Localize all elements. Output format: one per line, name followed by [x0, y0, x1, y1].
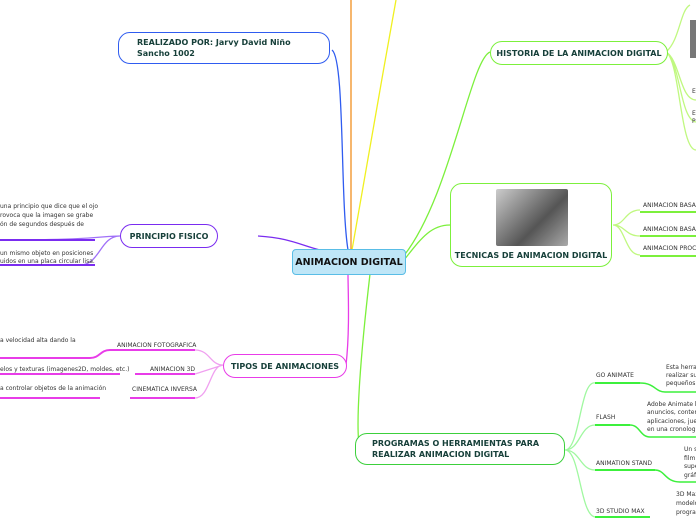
principio-note: rovoca que la imagen se grabe: [0, 212, 94, 219]
programa-note: progra: [676, 509, 696, 516]
programa-note: en una cronologí: [647, 426, 696, 433]
tipo-note: a controlar objetos de la animación: [0, 385, 107, 392]
tecnica-item[interactable]: ANIMACION BASA: [643, 226, 696, 233]
principio-note: ón de segundos después de: [0, 221, 84, 228]
programa-note: anuncios, conteni: [647, 409, 696, 416]
programa-note: gráf: [684, 472, 696, 479]
programa-item[interactable]: FLASH: [596, 414, 616, 421]
purple-branch: [257, 235, 321, 251]
green-branch-historia: [401, 51, 491, 259]
historia-node[interactable]: HISTORIA DE LA ANIMACION DIGITAL: [490, 41, 668, 65]
programa-note: modelo: [676, 500, 696, 507]
tipos-node[interactable]: TIPOS DE ANIMACIONES: [223, 354, 347, 378]
tecnica-item[interactable]: ANIMACION BASA: [643, 202, 696, 209]
historia-item[interactable]: E: [692, 110, 696, 117]
principio-note: uidos en una placa circular lisa.: [0, 258, 95, 265]
programa-note: film: [684, 455, 696, 462]
author-node[interactable]: REALIZADO POR: Jarvy David Niño Sancho 1…: [118, 32, 330, 64]
steamboat-willie-image: [496, 189, 568, 246]
programa-note: aplicaciones, jueg: [647, 418, 696, 425]
programa-item[interactable]: 3D STUDIO MAX: [596, 508, 645, 515]
programa-note: 3D Max: [676, 491, 696, 498]
programa-note: Adobe Animate le: [647, 401, 696, 408]
central-topic[interactable]: ANIMACION DIGITAL: [292, 249, 406, 275]
programa-note: pequeños: [666, 380, 696, 387]
tipo-item[interactable]: ANIMACION 3D: [150, 366, 196, 373]
blue-branch: [331, 49, 349, 251]
magenta-branch: [345, 273, 350, 366]
tipo-item[interactable]: CINEMATICA INVERSA: [132, 386, 198, 393]
principio-note: una principio que dice que el ojo: [0, 203, 99, 210]
tipo-item[interactable]: ANIMACION FOTOGRAFICA: [117, 342, 197, 349]
principio-note: un mismo objeto en posiciones: [0, 250, 94, 257]
programa-note: Esta herra: [666, 364, 696, 371]
programa-note: Un s: [684, 446, 696, 453]
historia-item[interactable]: P: [692, 118, 696, 125]
yellow-branch: [351, 0, 397, 251]
programa-item[interactable]: ANIMATION STAND: [596, 460, 652, 467]
tecnica-item[interactable]: ANIMACION PROC: [643, 245, 696, 252]
historia-item[interactable]: E: [692, 88, 696, 95]
programas-node[interactable]: PROGRAMAS O HERRAMIENTAS PARA REALIZAR A…: [355, 433, 565, 465]
historia-image: [690, 20, 696, 58]
programa-note: realizar su: [666, 372, 696, 379]
tipo-note: elos y texturas (imagenes2D, moldes, etc…: [0, 366, 130, 373]
tipo-note: a velocidad alta dando la: [0, 337, 76, 344]
principio-fisico-node[interactable]: PRINCIPIO FISICO: [120, 224, 218, 248]
programa-item[interactable]: GO ANIMATE: [596, 372, 634, 379]
